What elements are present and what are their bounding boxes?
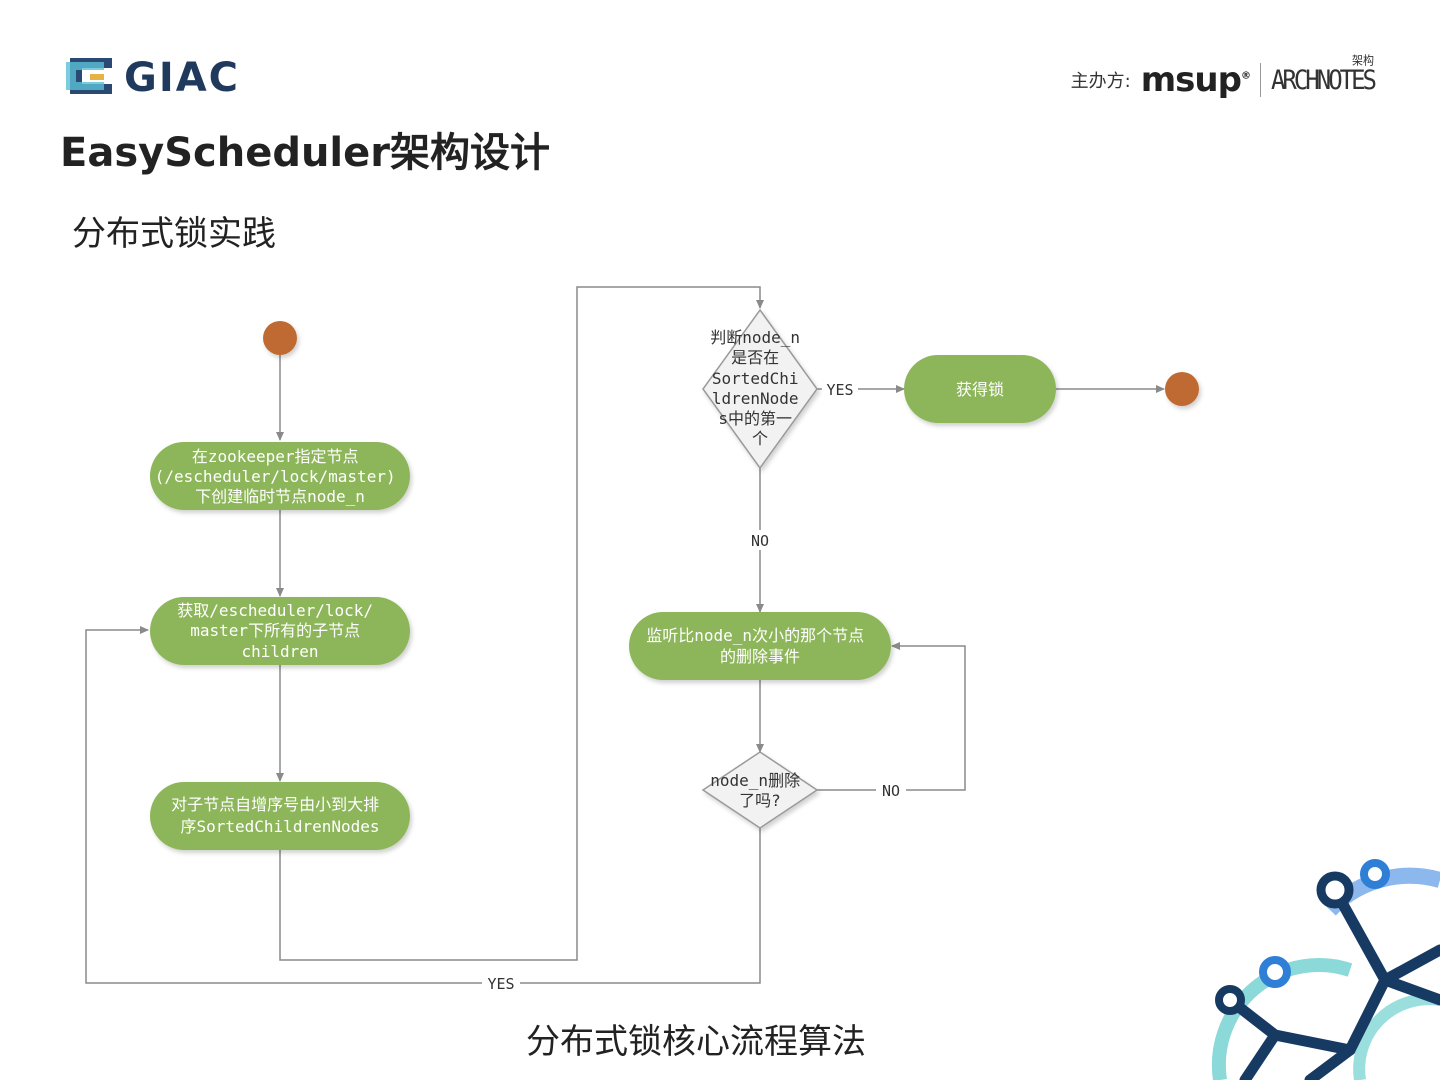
- decision-is-first-line-1: 判断node_n: [710, 328, 800, 347]
- sponsor-block: 主办方: msup® ARCHNOTES 架构: [1070, 54, 1377, 102]
- archnotes-logo-small: 架构: [1352, 53, 1374, 68]
- decision-is-first-line-5: s中的第一: [718, 409, 792, 428]
- node-acquire-lock: 获得锁: [904, 355, 1056, 423]
- decorative-circuit-graphic: [1211, 859, 1440, 1080]
- giac-logo: [64, 52, 244, 102]
- sponsor-divider: [1259, 63, 1261, 97]
- node-watch-line-1: 监听比node_n次小的那个节点: [646, 626, 864, 645]
- node-watch-text: 监听比node_n次小的那个节点 的删除事件: [646, 626, 873, 666]
- node-sort-line-1: 对子节点自增序号由小到大排: [171, 795, 379, 814]
- node-sort-text: 对子节点自增序号由小到大排 序SortedChildrenNodes: [171, 795, 389, 836]
- node-create: 在zookeeper指定节点 (/escheduler/lock/master)…: [150, 442, 410, 510]
- node-get-children: 获取/escheduler/lock/ master下所有的子节点 childr…: [150, 597, 410, 665]
- label-no-first: NO: [751, 532, 769, 550]
- node-watch-line-2: 的删除事件: [720, 647, 800, 666]
- msup-logo: msup®: [1140, 60, 1251, 100]
- decision-is-first-line-3: SortedChi: [712, 369, 799, 388]
- node-watch: 监听比node_n次小的那个节点 的删除事件: [629, 612, 891, 680]
- decision-is-first-line-2: 是否在: [731, 348, 779, 367]
- node-sort: 对子节点自增序号由小到大排 序SortedChildrenNodes: [150, 782, 410, 850]
- archnotes-logo-text: ARCHNOTES: [1270, 64, 1377, 96]
- node-sort-line-2: 序SortedChildrenNodes: [180, 817, 379, 836]
- decision-is-first-text: 判断node_n 是否在 SortedChi ldrenNode s中的第一 个: [710, 328, 809, 448]
- label-no-deleted: NO: [882, 782, 900, 800]
- giac-logo-mark: [66, 58, 112, 94]
- decision-is-first-line-4: ldrenNode: [712, 389, 799, 408]
- decision-is-first-line-6: 个: [752, 429, 768, 448]
- page-title: EasyScheduler架构设计: [60, 130, 550, 176]
- diagram-caption: 分布式锁核心流程算法: [526, 1022, 866, 1062]
- node-get-children-text: 获取/escheduler/lock/ master下所有的子节点 childr…: [177, 601, 382, 661]
- start-node: [263, 321, 297, 355]
- edge-deleted-yes-loop: [85, 626, 761, 984]
- end-node: [1165, 372, 1199, 406]
- decision-deleted-line-2: 了吗?: [739, 791, 781, 810]
- node-create-line-1: 在zookeeper指定节点: [192, 447, 359, 466]
- giac-logo-text: GIAC: [124, 55, 241, 101]
- node-get-children-line-1: 获取/escheduler/lock/: [177, 601, 373, 620]
- decision-deleted-text: node_n删除 了吗?: [710, 771, 809, 810]
- node-create-text: 在zookeeper指定节点 (/escheduler/lock/master)…: [155, 447, 405, 506]
- node-create-line-3: 下创建临时节点node_n: [195, 487, 365, 506]
- archnotes-logo: ARCHNOTES 架构: [1270, 54, 1377, 96]
- sponsor-label: 主办方:: [1070, 71, 1131, 92]
- node-acquire-lock-text: 获得锁: [956, 380, 1004, 399]
- label-yes-first: YES: [826, 381, 853, 399]
- decision-deleted: node_n删除 了吗?: [701, 751, 819, 829]
- node-get-children-line-3: children: [241, 642, 318, 661]
- edge-sort-to-decision-first: [279, 286, 764, 961]
- msup-logo-text: msup: [1140, 60, 1242, 100]
- decision-is-first: 判断node_n 是否在 SortedChi ldrenNode s中的第一 个: [702, 308, 818, 470]
- decision-deleted-line-1: node_n删除: [710, 771, 800, 790]
- node-create-line-2: (/escheduler/lock/master): [155, 467, 396, 486]
- label-yes-deleted: YES: [487, 975, 514, 993]
- page-subtitle: 分布式锁实践: [72, 214, 276, 254]
- msup-registered-mark: ®: [1240, 70, 1251, 82]
- node-get-children-line-2: master下所有的子节点: [190, 621, 360, 640]
